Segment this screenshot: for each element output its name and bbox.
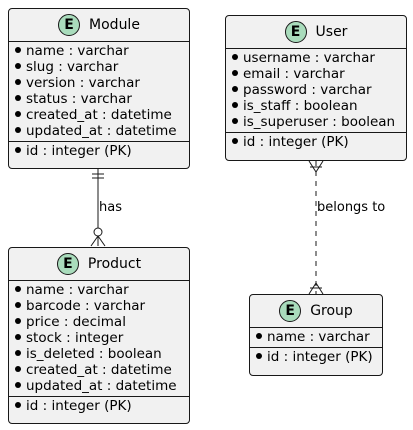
entity-user[interactable]: E User username : varchar email : varcha… [225, 15, 407, 161]
attribute: is_staff : boolean [226, 98, 406, 114]
entity-badge-icon: E [284, 21, 307, 43]
primary-key: id : integer (PK) [9, 143, 189, 159]
attribute: created_at : datetime [9, 107, 189, 123]
attribute-list: name : varchar barcode : varchar price :… [9, 281, 189, 396]
relationship-user-group [308, 160, 324, 295]
relationship-module-product [90, 169, 106, 247]
entity-name: User [315, 24, 348, 40]
bullet-icon [15, 302, 21, 308]
relationship-label-belongs-to: belongs to [317, 200, 386, 215]
key-list: id : integer (PK) [250, 348, 382, 367]
attribute: stock : integer [9, 330, 189, 346]
entity-header: E Group [250, 295, 382, 327]
key-list: id : integer (PK) [9, 142, 189, 161]
bullet-icon [232, 102, 238, 108]
entity-name: Product [87, 256, 142, 272]
bullet-icon [232, 70, 238, 76]
bullet-icon [15, 79, 21, 85]
entity-badge-icon: E [279, 300, 302, 322]
primary-key: id : integer (PK) [250, 349, 382, 365]
entity-name: Module [89, 17, 140, 33]
bullet-icon [15, 111, 21, 117]
entity-header: E User [226, 16, 406, 48]
attribute-list: name : varchar [250, 328, 382, 347]
key-list: id : integer (PK) [226, 133, 406, 152]
attribute: name : varchar [9, 43, 189, 59]
attribute-list: name : varchar slug : varchar version : … [9, 42, 189, 141]
entity-badge-icon: E [56, 253, 79, 275]
attribute: slug : varchar [9, 59, 189, 75]
attribute: price : decimal [9, 314, 189, 330]
bullet-icon [15, 318, 21, 324]
entity-header: E Product [9, 248, 189, 280]
bullet-icon [15, 366, 21, 372]
attribute: version : varchar [9, 75, 189, 91]
attribute: status : varchar [9, 91, 189, 107]
attribute: name : varchar [250, 329, 382, 345]
bullet-icon [15, 402, 21, 408]
bullet-icon [256, 333, 262, 339]
entity-header: E Module [9, 9, 189, 41]
bullet-icon [232, 118, 238, 124]
key-list: id : integer (PK) [9, 397, 189, 416]
bullet-icon [15, 350, 21, 356]
attribute: is_deleted : boolean [9, 346, 189, 362]
attribute: email : varchar [226, 66, 406, 82]
bullet-icon [256, 353, 262, 359]
bullet-icon [15, 47, 21, 53]
attribute: is_superuser : boolean [226, 114, 406, 130]
entity-name: Group [310, 303, 353, 319]
bullet-icon [15, 382, 21, 388]
bullet-icon [232, 54, 238, 60]
entity-badge-icon: E [58, 14, 81, 36]
primary-key: id : integer (PK) [226, 134, 406, 150]
attribute: username : varchar [226, 50, 406, 66]
attribute: updated_at : datetime [9, 378, 189, 394]
attribute-list: username : varchar email : varchar passw… [226, 49, 406, 132]
attribute: updated_at : datetime [9, 123, 189, 139]
entity-group[interactable]: E Group name : varchar id : integer (PK) [249, 294, 383, 376]
attribute: password : varchar [226, 82, 406, 98]
bullet-icon [15, 95, 21, 101]
entity-product[interactable]: E Product name : varchar barcode : varch… [8, 247, 190, 424]
bullet-icon [15, 147, 21, 153]
bullet-icon [232, 138, 238, 144]
bullet-icon [15, 127, 21, 133]
attribute: barcode : varchar [9, 298, 189, 314]
primary-key: id : integer (PK) [9, 398, 189, 414]
attribute: created_at : datetime [9, 362, 189, 378]
entity-module[interactable]: E Module name : varchar slug : varchar v… [8, 8, 190, 169]
attribute: name : varchar [9, 282, 189, 298]
bullet-icon [15, 334, 21, 340]
bullet-icon [232, 86, 238, 92]
bullet-icon [15, 286, 21, 292]
relationship-label-has: has [99, 200, 122, 215]
bullet-icon [15, 63, 21, 69]
